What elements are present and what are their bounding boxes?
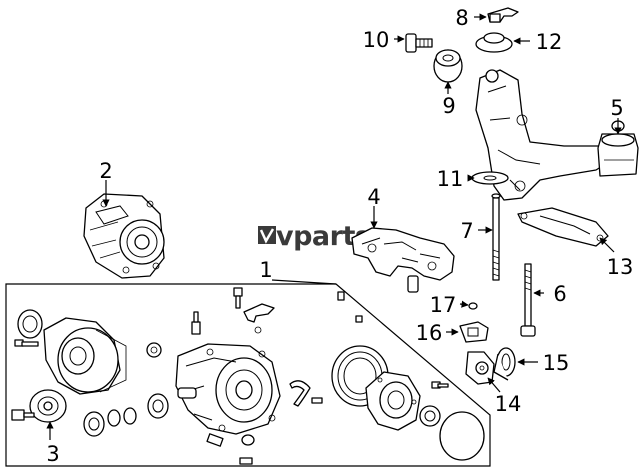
callout-15: 15 xyxy=(543,351,570,375)
callout-5: 5 xyxy=(610,96,623,120)
callout-8: 8 xyxy=(455,6,468,30)
part-5-mount[interactable] xyxy=(597,120,639,177)
callout-10: 10 xyxy=(363,28,390,52)
part-16-clip[interactable] xyxy=(459,321,489,343)
callout-12: 12 xyxy=(536,30,563,54)
part-13-plate[interactable] xyxy=(517,207,609,247)
part-12-cap[interactable] xyxy=(475,32,513,53)
part-1-assembly-contents[interactable] xyxy=(11,287,485,465)
callout-16: 16 xyxy=(416,321,443,345)
callout-17: 17 xyxy=(430,293,457,317)
callout-14: 14 xyxy=(495,392,522,416)
assembly-outline-box xyxy=(5,283,491,467)
part-6-bolt[interactable] xyxy=(520,263,536,337)
part-7-long-bolt[interactable] xyxy=(491,193,501,281)
part-14-bracket[interactable] xyxy=(465,351,495,385)
part-8-nut[interactable] xyxy=(487,7,519,23)
callout-9: 9 xyxy=(442,94,455,118)
callout-7: 7 xyxy=(460,219,473,243)
callout-6: 6 xyxy=(553,282,566,306)
part-4-harness-bracket[interactable] xyxy=(351,227,455,293)
callout-2: 2 xyxy=(99,159,112,183)
part-3-hub[interactable] xyxy=(11,389,67,423)
callout-11: 11 xyxy=(437,167,464,191)
vparts-logo-icon xyxy=(258,226,276,244)
part-11-washer[interactable] xyxy=(471,171,509,185)
callout-13: 13 xyxy=(607,255,634,279)
crossmember-bracket xyxy=(475,69,613,201)
part-10-bolt[interactable] xyxy=(405,33,433,53)
part-2-motor[interactable] xyxy=(83,193,165,279)
leader-lines xyxy=(46,13,622,440)
part-15-boot[interactable] xyxy=(493,347,516,381)
callout-3: 3 xyxy=(46,442,59,466)
callout-1: 1 xyxy=(259,258,272,282)
part-17-grommet[interactable] xyxy=(468,302,478,310)
part-9-bushing[interactable] xyxy=(433,49,463,83)
callout-4: 4 xyxy=(367,185,380,209)
